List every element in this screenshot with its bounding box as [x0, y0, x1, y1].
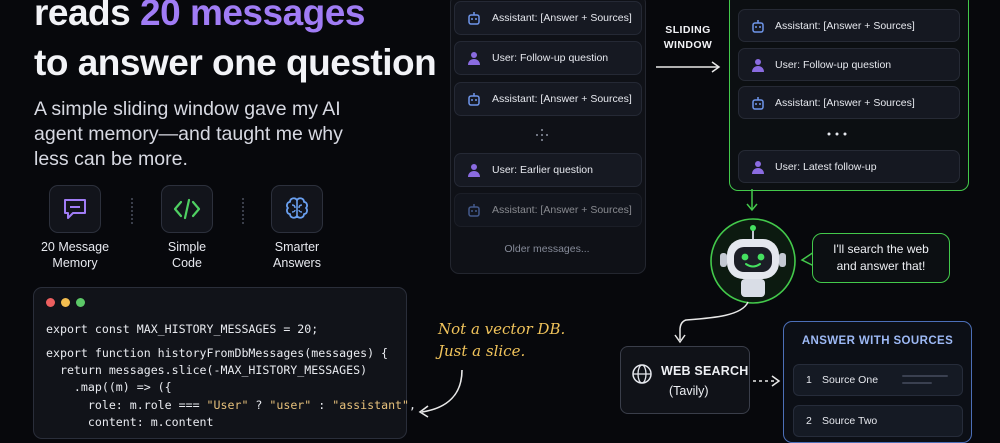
source-number: 1 [806, 374, 812, 386]
ellipsis-icon [827, 132, 847, 136]
web-search-subtitle: (Tavily) [669, 384, 709, 398]
message-text: Assistant: [Answer + Sources] [775, 96, 915, 109]
dashed-arrow [753, 375, 781, 387]
code-brackets-icon [161, 185, 213, 233]
divider [131, 198, 135, 224]
feature-label-1: Smarter [274, 240, 320, 254]
feature-label-2: Memory [52, 256, 98, 270]
user-icon [465, 161, 483, 179]
answer-title: ANSWER WITH SOURCES [801, 335, 954, 347]
ellipsis-icon [536, 129, 548, 141]
headline-prefix: reads [34, 0, 141, 33]
speech-line-2: and answer that! [836, 259, 926, 273]
source-number: 2 [806, 415, 812, 427]
message-text: Assistant: [Answer + Sources] [492, 204, 632, 216]
web-search-title: WEB SEARCH [661, 364, 749, 378]
placeholder-bar [902, 382, 932, 384]
robot-icon [749, 17, 767, 35]
code-token: : [311, 398, 333, 412]
robot-icon [749, 94, 767, 112]
code-line: content: m.content [46, 415, 214, 429]
history-message-assistant: Assistant: [Answer + Sources] [454, 193, 642, 227]
source-label: Source Two [822, 415, 878, 427]
chat-bubble-icon [49, 185, 101, 233]
message-text: User: Earlier question [492, 164, 593, 176]
window-message-user: User: Latest follow-up [738, 150, 960, 183]
placeholder-bar [902, 375, 948, 377]
feature-label-2: Code [172, 256, 202, 270]
globe-icon [632, 364, 652, 384]
feature-label-1: 20 Message [40, 240, 110, 254]
right-arrow [656, 61, 721, 73]
down-arrow [746, 189, 758, 212]
annotation-line-2: Just a slice. [438, 342, 526, 360]
code-token: ? [248, 398, 270, 412]
source-item: 1 Source One [793, 364, 963, 396]
user-icon [749, 56, 767, 74]
code-line: role: m.role === "User" ? "user" : "assi… [46, 398, 416, 412]
connector-arrow [674, 301, 749, 344]
code-line: return messages.slice(-MAX_HISTORY_MESSA… [46, 363, 368, 377]
message-text: User: Follow-up question [775, 58, 892, 71]
subtitle: A simple sliding window gave my AI agent… [34, 98, 343, 170]
speech-bubble: I'll search the web and answer that! [812, 233, 950, 283]
history-message-assistant: Assistant: [Answer + Sources] [454, 82, 642, 116]
feature-label-2: Answers [273, 256, 321, 270]
code-line: .map((m) => ({ [46, 380, 172, 394]
window-close-dot [46, 298, 55, 307]
sliding-window-label: SLIDING WINDOW [658, 23, 718, 53]
robot-avatar-icon [710, 218, 796, 304]
code-window: export const MAX_HISTORY_MESSAGES = 20; … [33, 287, 416, 439]
code-token: role: m.role === [46, 398, 207, 412]
history-message-user: User: Earlier question [454, 153, 642, 187]
message-text: User: Latest follow-up [775, 160, 877, 173]
window-maximize-dot [76, 298, 85, 307]
code-string: "User" [206, 398, 249, 412]
older-messages-label: Older messages... [504, 243, 590, 255]
window-message-assistant: Assistant: [Answer + Sources] [738, 86, 960, 119]
window-message-assistant: Assistant: [Answer + Sources] [738, 9, 960, 42]
message-text: Assistant: [Answer + Sources] [492, 93, 632, 105]
web-search-box: WEB SEARCH (Tavily) [620, 346, 750, 414]
source-label: Source One [822, 374, 879, 386]
brain-icon [271, 185, 323, 233]
headline-line-2: to answer one question [34, 42, 437, 83]
code-string: "user" [269, 398, 312, 412]
message-text: Assistant: [Answer + Sources] [775, 19, 915, 32]
robot-icon [465, 90, 483, 108]
divider [242, 198, 246, 224]
source-item: 2 Source Two [793, 405, 963, 437]
headline-accent: 20 messages [140, 0, 365, 33]
code-line: export function historyFromDbMessages(me… [46, 346, 389, 360]
robot-icon [465, 201, 483, 219]
user-icon [749, 158, 767, 176]
curved-arrow [418, 369, 463, 418]
history-message-user: User: Follow-up question [454, 41, 642, 75]
speech-tail [800, 251, 815, 267]
history-message-assistant: Assistant: [Answer + Sources] [454, 1, 642, 35]
sliding-window-line-1: SLIDING [665, 24, 711, 36]
speech-line-1: I'll search the web [833, 242, 929, 256]
window-minimize-dot [61, 298, 70, 307]
robot-icon [465, 9, 483, 27]
code-line: export const MAX_HISTORY_MESSAGES = 20; [46, 322, 319, 336]
annotation-line-1: Not a vector DB. [438, 320, 566, 338]
user-icon [465, 49, 483, 67]
answer-box: ANSWER WITH SOURCES 1 Source One 2 Sourc… [783, 321, 972, 443]
code-token: , [409, 398, 416, 412]
message-text: User: Follow-up question [492, 52, 609, 64]
message-text: Assistant: [Answer + Sources] [492, 12, 632, 24]
sliding-window-line-2: WINDOW [663, 39, 713, 51]
headline-line-1: reads 20 messages [34, 0, 365, 34]
feature-label-1: Simple [167, 240, 207, 254]
window-message-user: User: Follow-up question [738, 48, 960, 81]
annotation-note: Not a vector DB. Just a slice. [438, 318, 565, 362]
code-string: "assistant" [332, 398, 410, 412]
